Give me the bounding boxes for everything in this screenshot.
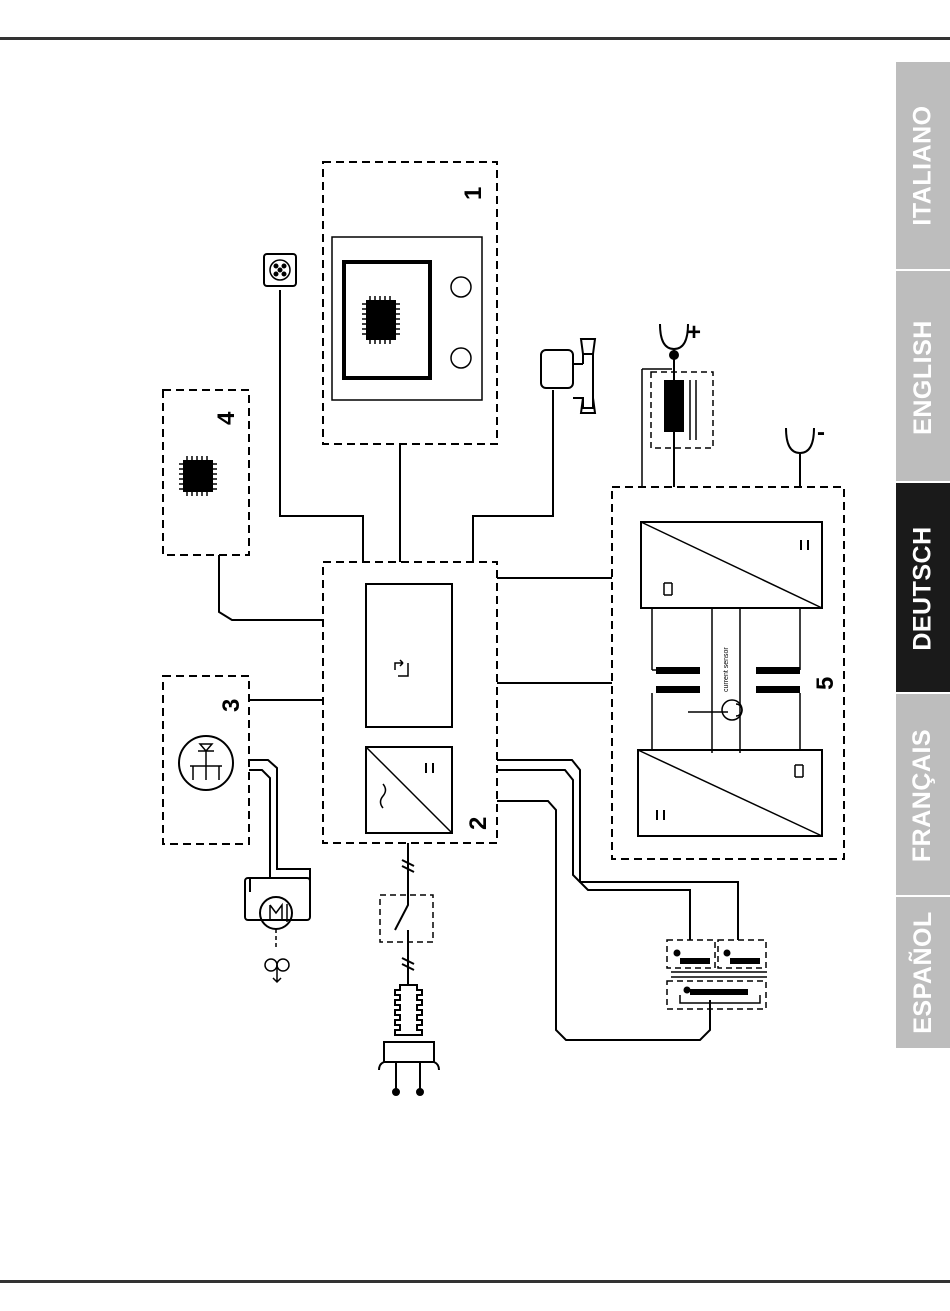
ac-dc-symbol <box>664 583 672 595</box>
power-plug-icon <box>379 985 439 1095</box>
plus-label: + <box>687 319 701 346</box>
ac-symbol <box>381 784 386 808</box>
dc-symbol <box>801 540 808 550</box>
minus-label: - <box>817 419 825 446</box>
negative-output <box>786 428 814 487</box>
knob-1 <box>451 277 471 297</box>
ac-dc-symbol <box>795 765 803 777</box>
block-number-4: 4 <box>213 411 240 425</box>
connector-icon <box>264 254 296 286</box>
microchip-icon <box>179 456 217 496</box>
positive-output <box>642 324 713 487</box>
block-2-dashed <box>323 562 497 843</box>
motor-icon <box>245 878 310 982</box>
controller-arrow-icon <box>395 660 408 676</box>
block-number-5: 5 <box>812 677 839 690</box>
connection-lines <box>219 290 738 1040</box>
microchip-icon <box>362 296 400 344</box>
output-transformer <box>667 940 767 1009</box>
current-sensor-label: current sensor <box>723 647 730 692</box>
controller-unit <box>366 584 452 727</box>
block-1-dashed <box>323 162 497 444</box>
block-number-1: 1 <box>460 187 487 200</box>
transistor-icon <box>179 736 233 790</box>
block-number-3: 3 <box>218 699 245 712</box>
knob-2 <box>451 348 471 368</box>
remote-control-icon <box>541 339 595 413</box>
dc-symbol <box>426 763 433 773</box>
power-switch <box>380 843 433 985</box>
dc-symbol <box>657 810 664 820</box>
block-number-2: 2 <box>465 817 492 830</box>
